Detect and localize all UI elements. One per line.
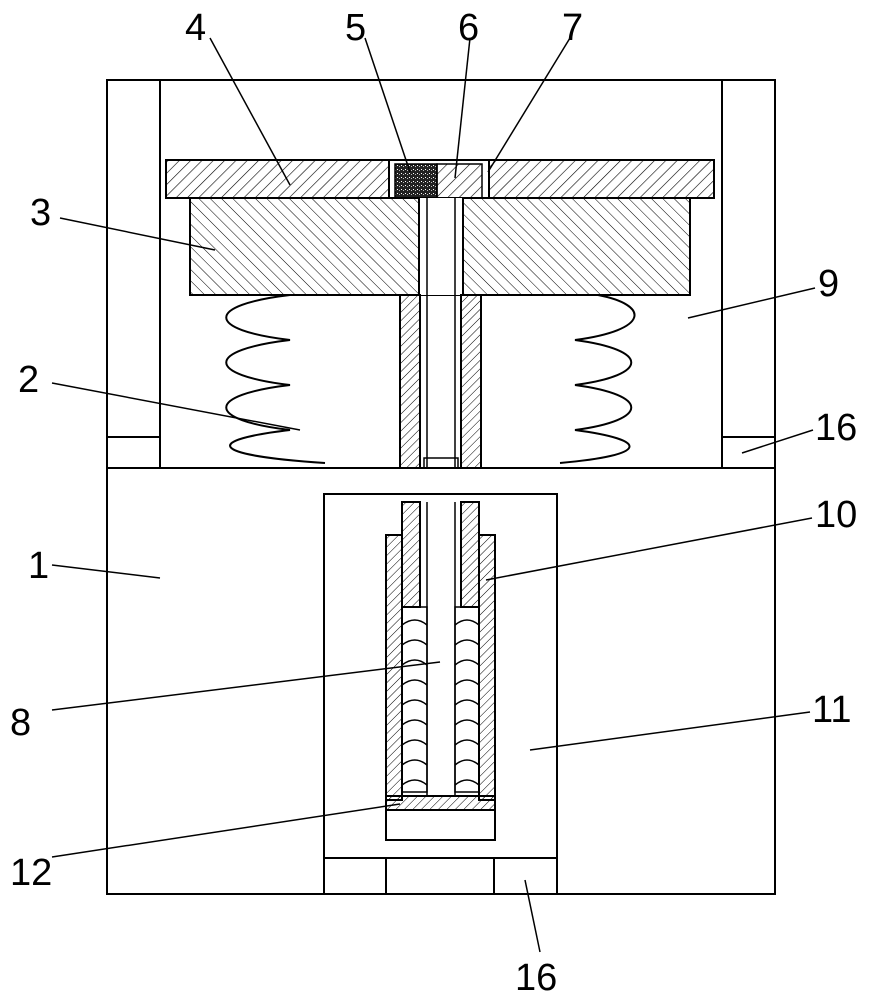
part-labels: 4 5 6 7 3 9 2 16 10 1 8 11 12 16 xyxy=(10,7,857,999)
label-9: 9 xyxy=(818,263,839,305)
label-16-lower: 16 xyxy=(515,957,557,999)
pressure-block xyxy=(189,197,691,296)
label-7: 7 xyxy=(562,7,583,49)
label-10: 10 xyxy=(815,494,857,536)
label-2: 2 xyxy=(18,359,39,401)
label-4: 4 xyxy=(185,7,206,49)
lower-rod xyxy=(401,501,480,795)
top-plate xyxy=(165,159,715,199)
label-6: 6 xyxy=(458,7,479,49)
label-5: 5 xyxy=(345,7,366,49)
label-12: 12 xyxy=(10,852,52,894)
label-11: 11 xyxy=(812,689,851,731)
lower-base xyxy=(106,467,776,895)
spring-right xyxy=(559,294,636,464)
guide-sleeve-upper xyxy=(399,198,482,469)
label-8: 8 xyxy=(10,702,31,744)
label-3: 3 xyxy=(30,192,51,234)
label-16-upper: 16 xyxy=(815,407,857,449)
spring-left xyxy=(225,294,326,464)
cushion-layers xyxy=(401,606,480,793)
leader-lines xyxy=(51,37,816,953)
bottom-plate xyxy=(385,795,496,841)
inner-cavity xyxy=(323,493,558,895)
label-1: 1 xyxy=(28,545,49,587)
